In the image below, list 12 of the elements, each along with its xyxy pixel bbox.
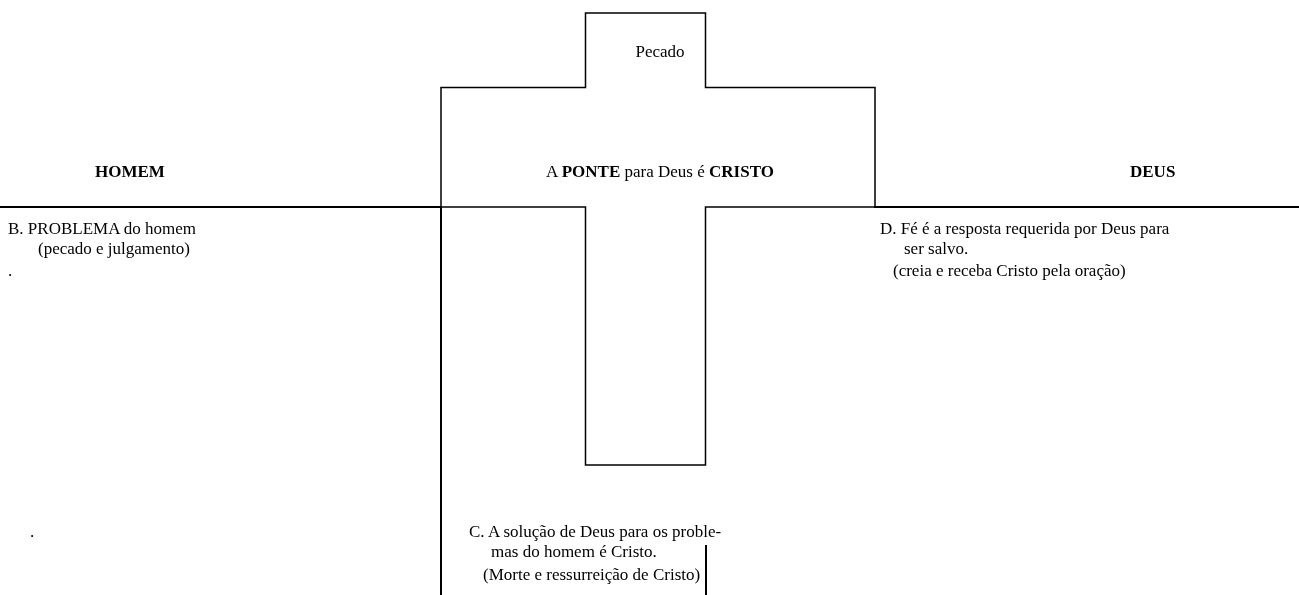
cross-label: Pecado: [635, 42, 685, 62]
body-text: C. A solução de Deus para os proble- mas do homem é Cristo.: [469, 522, 723, 562]
body-text: (Morte e ressurreição de Cristo): [483, 565, 701, 585]
dot-mark: .: [8, 261, 13, 281]
body-text: (pecado e julgamento): [38, 239, 190, 259]
cross-heading: A PONTE para Deus é CRISTO: [546, 162, 774, 182]
body-text: D. Fé é a resposta requerida por Deus para ser salvo.: [880, 219, 1171, 259]
heading-text: HOMEM: [95, 162, 165, 182]
heading-text: DEUS: [1130, 162, 1176, 182]
dot-mark: .: [30, 522, 35, 542]
body-text: (creia e receba Cristo pela oração): [893, 261, 1126, 281]
body-text: B. PROBLEMA do homem: [8, 219, 196, 239]
